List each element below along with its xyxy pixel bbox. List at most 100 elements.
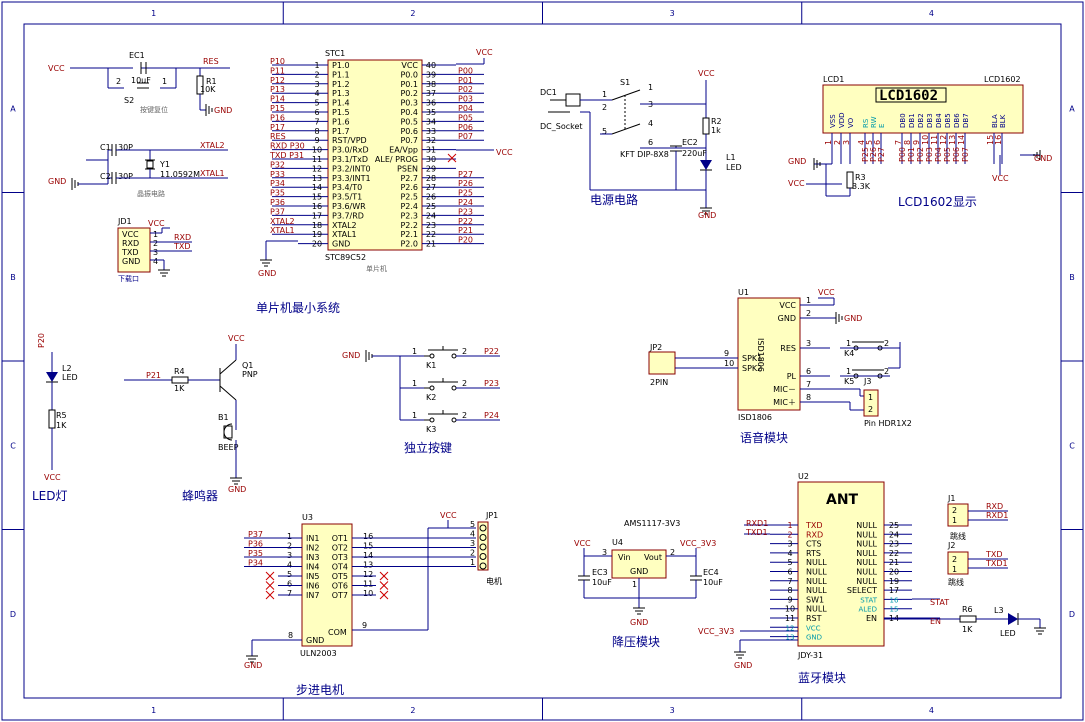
svg-text:K5: K5 (844, 377, 854, 386)
stc-right-num: 23 (426, 221, 436, 230)
svg-text:LED: LED (726, 163, 742, 172)
svg-text:LCD1: LCD1 (823, 75, 844, 84)
svg-text:LED: LED (62, 373, 78, 382)
svg-text:EC4: EC4 (703, 568, 719, 577)
reset-circuit: VCC EC1 10uF 2 1 S2 按键复位 RES R1 10K GND (48, 51, 232, 116)
svg-text:2PIN: 2PIN (650, 378, 668, 387)
jp1-pin-num: 3 (470, 539, 475, 548)
isd-pin-num: 8 (806, 393, 811, 402)
uln-in-num: 2 (287, 542, 292, 551)
lcd-pin-net: P03 (925, 147, 934, 162)
lcd-pin-num: 1 (824, 140, 833, 145)
svg-text:GND: GND (244, 661, 262, 670)
key-ref: K2 (426, 393, 436, 402)
lcd-pin-net: P07 (961, 147, 970, 162)
uln-out-pin: OT7 (332, 591, 348, 600)
svg-text:3.3K: 3.3K (852, 182, 871, 191)
stc-left-pin: P1.7 (332, 127, 350, 136)
lcd-pin-num: 2 (833, 140, 842, 145)
r1-ref: R1 (206, 77, 217, 86)
svg-text:R3: R3 (855, 173, 866, 182)
stc-right-num: 37 (426, 89, 436, 98)
svg-text:Pin HDR1X2: Pin HDR1X2 (864, 419, 912, 428)
stc-left-pin: P1.0 (332, 61, 350, 70)
stc-left-pin: P3.5/T1 (332, 193, 362, 202)
stc-right-net: P24 (458, 198, 473, 207)
stc-right-net: P06 (458, 123, 473, 132)
stc-right-net: P27 (458, 170, 473, 179)
svg-text:2: 2 (868, 405, 873, 414)
stc-right-num: 33 (426, 127, 436, 136)
grid-col-label: 3 (670, 706, 675, 715)
svg-text:P22: P22 (484, 347, 499, 356)
lcd-pin-label: BLA (991, 114, 999, 128)
svg-text:VCC: VCC (228, 334, 245, 343)
stc-left-pin: P3.3/INT1 (332, 174, 371, 183)
c1-value: 30P (118, 143, 133, 152)
bt-left-num: 6 (787, 568, 792, 577)
c1-ref: C1 (100, 143, 111, 152)
svg-text:L1: L1 (726, 153, 736, 162)
stc-left-pin: XTAL1 (332, 230, 357, 239)
stc-right-net: P21 (458, 226, 473, 235)
bt-left-pin: RST (806, 614, 822, 623)
stc-left-num: 20 (312, 240, 322, 249)
stc-right-pin: P2.1 (400, 230, 418, 239)
lcd-pin-label: DB7 (962, 113, 970, 128)
svg-text:GND: GND (258, 269, 276, 278)
stc-right-net: P26 (458, 179, 473, 188)
bt-right-pin: NULL (856, 577, 877, 586)
caption-regulator: 降压模块 (612, 635, 660, 649)
svg-text:VCC: VCC (574, 539, 591, 548)
caption-lcd-display: LCD1602显示 (898, 195, 977, 209)
stc-left-net: RES (270, 132, 286, 141)
stc-left-num: 1 (314, 61, 319, 70)
bt-left-num: 2 (787, 530, 792, 539)
svg-text:VCC: VCC (44, 473, 61, 482)
svg-text:GND: GND (1034, 154, 1052, 163)
lcd-pin-net: P02 (916, 147, 925, 162)
bt-left-pin: GND (806, 634, 822, 642)
isd-pin-num: 3 (806, 339, 811, 348)
lcd-pin-net: P01 (907, 147, 916, 162)
stc-left-pin: XTAL2 (332, 221, 357, 230)
stc-right-num: 25 (426, 202, 436, 211)
stc-right-num: 32 (426, 136, 436, 145)
jd1-pin-label: TXD (121, 248, 139, 257)
stc-right-pin: P0.2 (400, 89, 418, 98)
svg-text:JP2: JP2 (649, 343, 662, 352)
stc-right-net: P07 (458, 132, 473, 141)
lcd-pin-num: 5 (865, 140, 874, 145)
lcd-pin-num: 11 (930, 135, 939, 145)
ec1-ref: EC1 (129, 51, 145, 60)
svg-text:J3: J3 (863, 377, 871, 386)
lcd1602-module: LCD1 LCD1602 LCD1602 VSS1VDD2VO3RS4P25RW… (788, 75, 1052, 209)
uln-in-net: P34 (248, 559, 263, 568)
svg-text:JD1: JD1 (117, 217, 132, 226)
svg-text:1: 1 (632, 580, 637, 589)
grid-col-label: 2 (410, 706, 415, 715)
stc-right-num: 38 (426, 80, 436, 89)
bt-left-pin: SW1 (806, 595, 824, 604)
key-pin-num: 2 (462, 411, 467, 420)
svg-text:1: 1 (648, 83, 653, 92)
svg-text:AMS1117-3V3: AMS1117-3V3 (624, 519, 680, 528)
uln-com: COM (328, 628, 347, 637)
svg-text:VCC: VCC (818, 288, 835, 297)
grid-row-label: B (10, 273, 16, 282)
uln-in-num: 4 (287, 561, 292, 570)
stc-left-pin: P3.6/WR (332, 202, 366, 211)
caption-key-reset: 按键复位 (140, 105, 168, 114)
stc-left-num: 7 (314, 117, 319, 126)
svg-text:9: 9 (362, 621, 367, 630)
svg-text:U2: U2 (798, 472, 809, 481)
svg-text:R5: R5 (56, 411, 67, 420)
svg-text:跳线: 跳线 (948, 577, 964, 587)
stc-left-net: XTAL2 (270, 217, 295, 226)
bt-left-pin: TXD (805, 521, 823, 530)
stc-left-num: 12 (312, 164, 322, 173)
s2-ref: S2 (124, 96, 134, 105)
r1-value: 10K (200, 85, 216, 94)
bt-right-pin: EN (866, 614, 877, 623)
regulator-circuit: AMS1117-3V3 U4 Vin Vout GND 3 2 1 VCC VC… (574, 519, 723, 649)
